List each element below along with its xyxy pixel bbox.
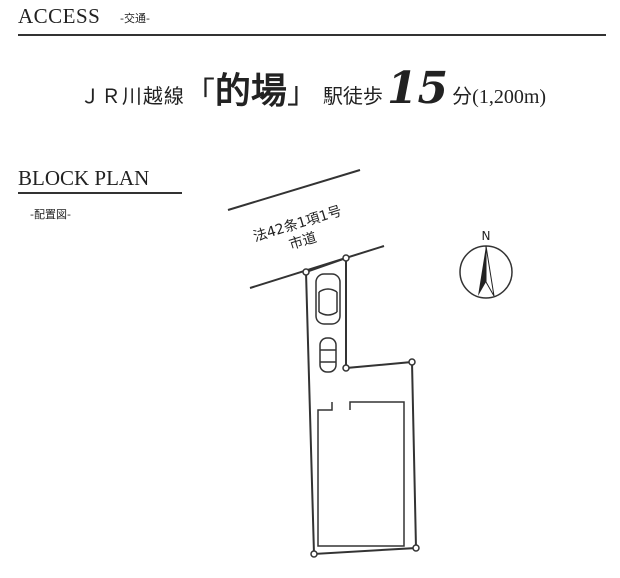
access-divider <box>18 34 606 36</box>
walk-unit: 分 <box>452 84 473 108</box>
boundary-marker <box>302 268 310 276</box>
boundary-markers <box>302 254 420 558</box>
access-info-line: ＪＲ川越線 「 的場 」 駅徒歩 15 分 (1,200m) <box>18 62 608 114</box>
boundary-marker <box>408 358 416 366</box>
station-name: 的場 <box>214 70 287 112</box>
block-plan-heading: BLOCK PLAN <box>18 166 150 190</box>
walk-minutes: 15 <box>386 63 449 114</box>
compass-north-label: N <box>482 229 491 243</box>
boundary-marker <box>310 550 318 558</box>
house-footprint <box>317 401 405 547</box>
boundary-marker <box>412 544 420 552</box>
walk-distance: (1,200m) <box>472 86 547 108</box>
boundary-marker <box>342 254 350 262</box>
motorcycle-icon <box>319 337 337 373</box>
car-icon <box>315 273 341 325</box>
block-plan-divider <box>18 192 182 194</box>
station-bracket-close: 」 <box>286 76 317 111</box>
station-bracket-open: 「 <box>184 76 215 111</box>
north-compass-icon: N <box>459 229 513 299</box>
road-edge-south <box>249 245 385 289</box>
road-label: 法42条1項1号 市道 <box>251 202 344 253</box>
block-plan-sub-label: -配置図- <box>30 208 71 221</box>
road-edge-north <box>227 169 361 211</box>
train-line: ＪＲ川越線 <box>79 84 185 108</box>
walk-label: 駅徒歩 <box>322 84 383 108</box>
lot-boundary <box>304 256 418 556</box>
access-sub-label: -交通- <box>120 12 150 25</box>
boundary-marker <box>342 364 350 372</box>
access-heading: ACCESS <box>18 4 101 28</box>
